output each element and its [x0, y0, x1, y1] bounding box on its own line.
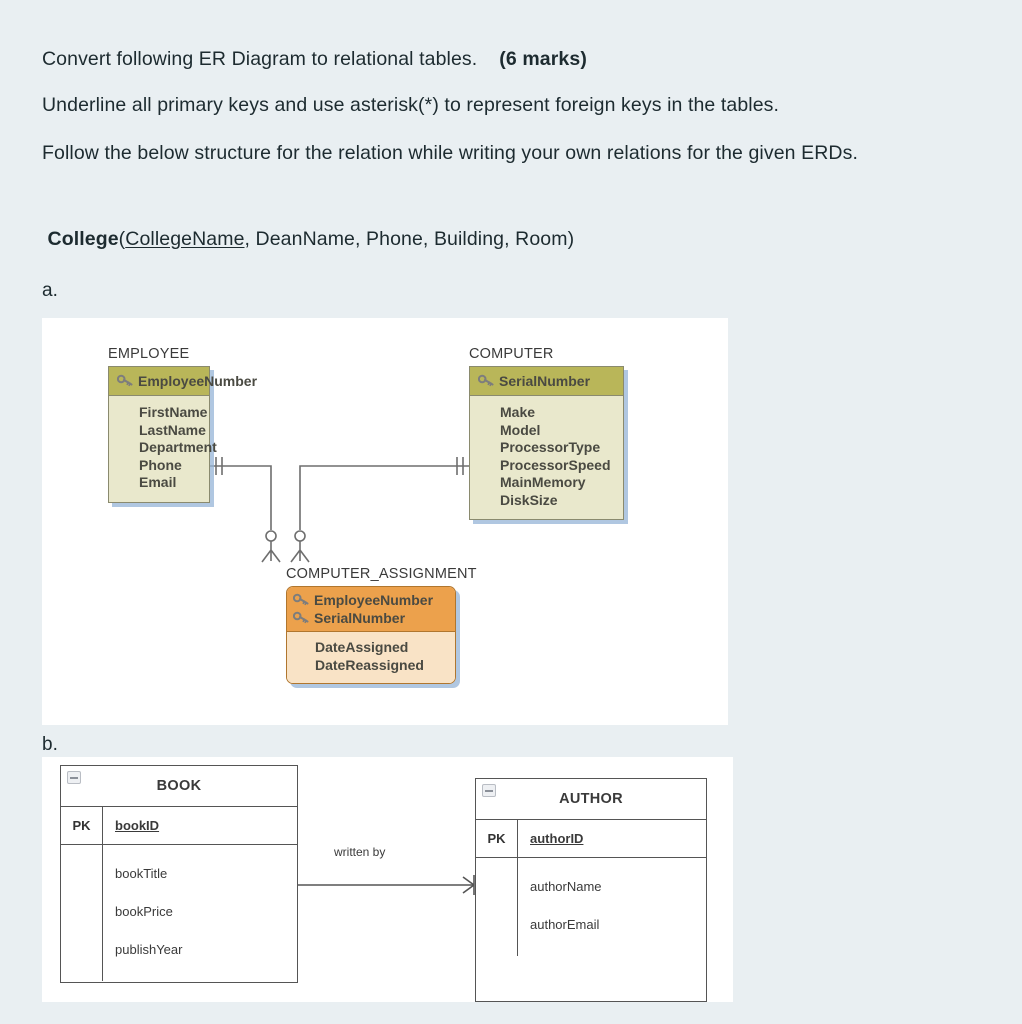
entity-title-employee: EMPLOYEE: [108, 346, 190, 362]
table-author-pk-field: authorID: [530, 831, 584, 846]
entity-computer-key-attribute: SerialNumber: [478, 372, 617, 390]
key-icon: [293, 593, 309, 606]
attribute-make: Make: [500, 404, 536, 420]
attribute-bookprice: bookPrice: [115, 904, 173, 919]
question-line-2: Underline all primary keys and use aster…: [42, 94, 780, 116]
list-label-a: a.: [42, 280, 59, 301]
example-rest: , DeanName, Phone, Building, Room): [244, 228, 575, 250]
assoc-key-attribute-serialnumber: SerialNumber: [293, 609, 447, 627]
assoc-key-label-serialnumber: SerialNumber: [314, 610, 406, 626]
entity-employee-key-attribute: EmployeeNumber: [117, 372, 257, 390]
example-primary-key: CollegeName: [125, 228, 245, 250]
table-author-name: AUTHOR: [559, 791, 623, 807]
table-author-header: AUTHOR: [476, 779, 706, 820]
attribute-model: Model: [500, 421, 541, 438]
attribute-booktitle: bookTitle: [115, 866, 168, 881]
assoc-key-label-employeenumber: EmployeeNumber: [314, 592, 434, 608]
table-author[interactable]: AUTHOR PK authorID authorName authorEmai…: [475, 778, 707, 1002]
example-relation: College(CollegeName, DeanName, Phone, Bu…: [42, 224, 992, 254]
entity-computer[interactable]: SerialNumber Make Model ProcessorType Pr…: [469, 366, 624, 520]
table-book-body: bookTitle bookPrice publishYear: [61, 845, 297, 981]
entity-computer-assignment-header: EmployeeNumber SerialNumber: [287, 587, 455, 632]
entity-computer-assignment[interactable]: EmployeeNumber SerialNumber DateAssigned…: [286, 586, 456, 684]
entity-employee-key-label: EmployeeNumber: [138, 373, 258, 389]
table-book-header: BOOK: [61, 766, 297, 807]
attribute-department: Department: [139, 439, 217, 455]
attribute-dateassigned: DateAssigned: [315, 639, 409, 655]
table-book-attributes: bookTitle bookPrice publishYear: [103, 845, 297, 981]
attribute-datereassigned: DateReassigned: [315, 656, 424, 673]
attribute-processorspeed: ProcessorSpeed: [500, 456, 611, 473]
table-book-body-left-gutter: [61, 845, 103, 981]
question-line-3: Follow the below structure for the relat…: [42, 142, 858, 164]
question-line-1-text: Convert following ER Diagram to relation…: [42, 48, 478, 70]
attribute-lastname: LastName: [139, 421, 206, 438]
entity-employee[interactable]: EmployeeNumber FirstName LastName Depart…: [108, 366, 257, 503]
entity-employee-header: EmployeeNumber: [109, 367, 257, 396]
entity-title-computer: COMPUTER: [469, 346, 554, 362]
attribute-processortype: ProcessorType: [500, 439, 601, 455]
list-label-b: b.: [42, 734, 59, 755]
relationship-label-written-by: written by: [334, 845, 386, 859]
entity-computer-header: SerialNumber: [470, 367, 623, 396]
table-book-pk-label: PK: [61, 807, 103, 844]
entity-employee-body: FirstName LastName Department Phone Emai…: [109, 396, 217, 502]
entity-computer-assignment-body: DateAssigned DateReassigned: [287, 632, 455, 683]
entity-title-computer-assignment: COMPUTER_ASSIGNMENT: [286, 566, 477, 582]
marks-label: (6 marks): [499, 48, 587, 70]
key-icon: [117, 374, 133, 387]
attribute-firstname: FirstName: [139, 404, 208, 420]
assoc-key-attribute-employeenumber: EmployeeNumber: [293, 591, 447, 609]
key-icon: [478, 374, 494, 387]
example-open-paren: (: [118, 228, 126, 250]
collapse-icon[interactable]: [67, 771, 81, 784]
attribute-email: Email: [139, 474, 177, 490]
entity-computer-key-label: SerialNumber: [499, 373, 591, 389]
table-author-body: authorName authorEmail: [476, 858, 706, 956]
collapse-icon[interactable]: [482, 784, 496, 797]
table-book-pk-field: bookID: [115, 818, 160, 833]
attribute-authorname: authorName: [530, 879, 602, 894]
diagram-b-panel: written by BOOK PK bookID bookTitle book…: [42, 757, 733, 1002]
attribute-authoremail: authorEmail: [530, 917, 600, 932]
table-author-pk-row: PK authorID: [476, 820, 706, 858]
attribute-disksize: DiskSize: [500, 491, 558, 508]
table-author-body-left-gutter: [476, 858, 518, 956]
attribute-mainmemory: MainMemory: [500, 474, 586, 490]
diagram-a-connectors: [210, 457, 469, 563]
table-book-pk-row: PK bookID: [61, 807, 297, 845]
example-relation-name: College: [47, 228, 119, 250]
table-book[interactable]: BOOK PK bookID bookTitle bookPrice publi…: [60, 765, 298, 983]
table-author-pk-label: PK: [476, 820, 518, 857]
table-book-name: BOOK: [156, 778, 202, 794]
table-author-attributes: authorName authorEmail: [518, 858, 706, 956]
attribute-phone: Phone: [139, 456, 182, 473]
diagram-a-panel: EMPLOYEE EmployeeNumber FirstName LastNa…: [42, 318, 728, 725]
question-line-1: Convert following ER Diagram to relation…: [42, 44, 992, 74]
key-icon: [293, 611, 309, 624]
attribute-publishyear: publishYear: [115, 942, 183, 957]
entity-computer-body: Make Model ProcessorType ProcessorSpeed …: [470, 396, 623, 519]
